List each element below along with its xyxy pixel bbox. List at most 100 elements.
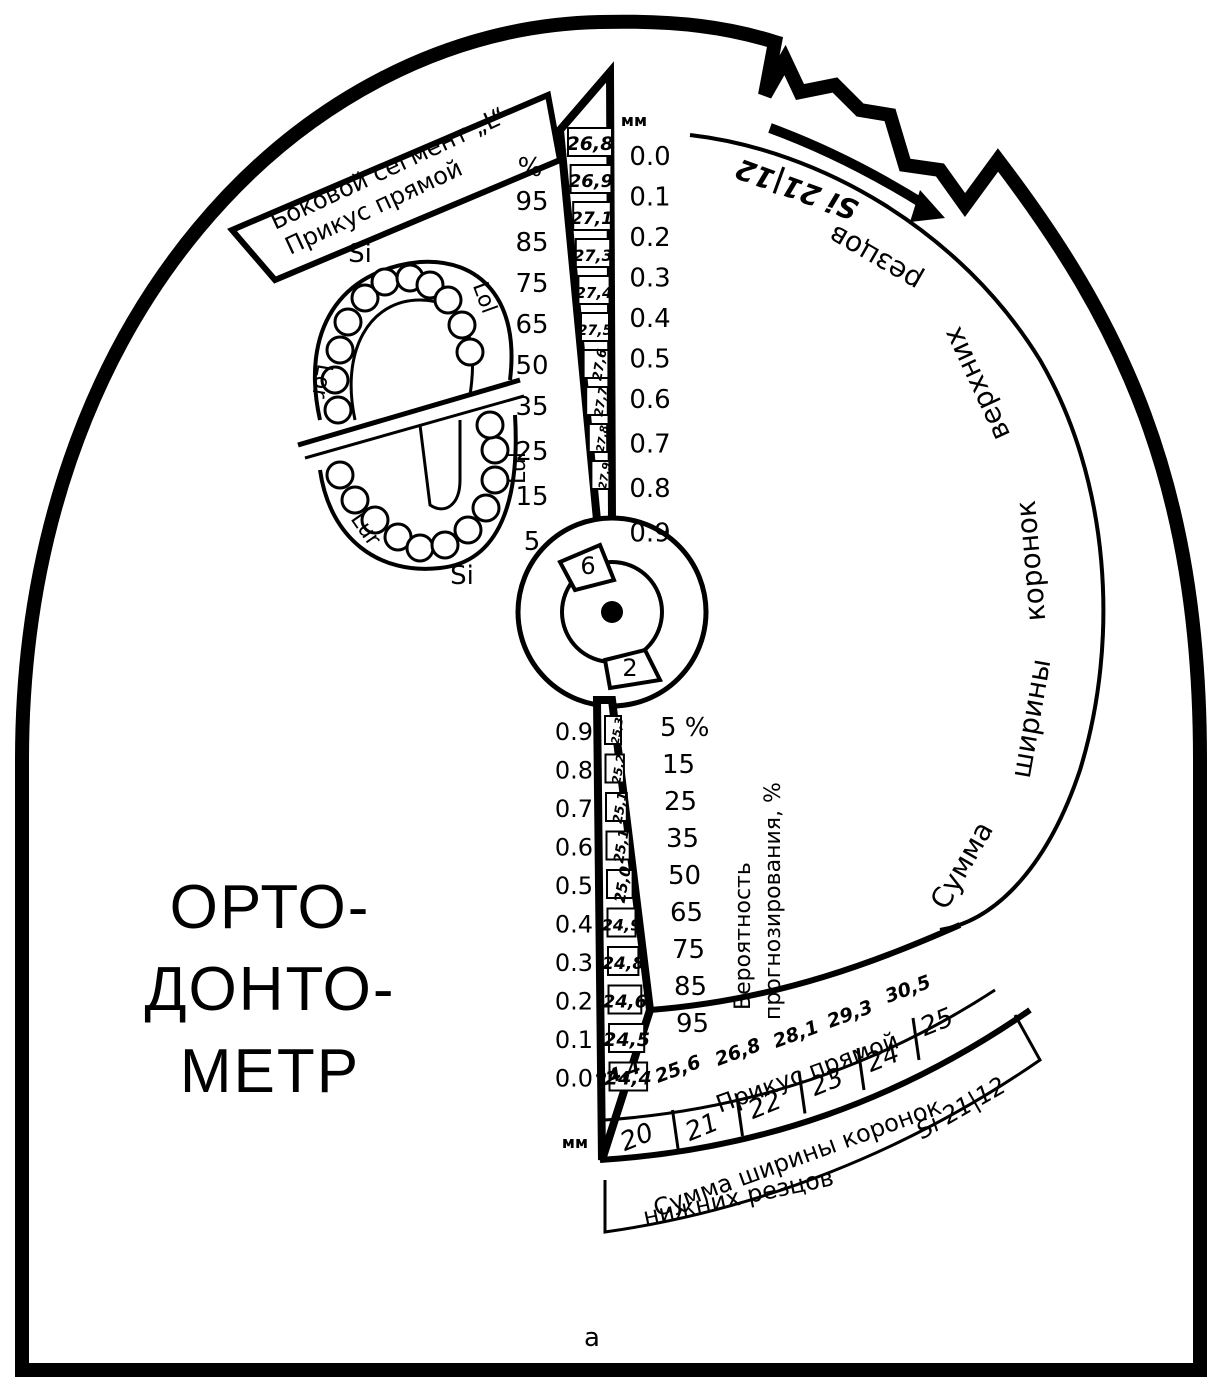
tooth <box>453 515 483 545</box>
upper-value-cell <box>567 127 613 157</box>
upper-percent-label: 15 <box>515 482 548 512</box>
upper-value: 27,3 <box>573 246 612 265</box>
lower-value-cells: 25,325,225,125,125,024,924,824,624,524,4 <box>602 715 652 1092</box>
lower-percent-label: 25 <box>664 787 697 817</box>
lower-percent-label: 35 <box>666 824 699 854</box>
tooth <box>447 310 477 340</box>
upper-mm-label: 0.3 <box>629 264 670 294</box>
tooth <box>433 285 463 315</box>
upper-unit-mm: мм <box>621 111 647 130</box>
upper-header-banner <box>227 90 564 284</box>
occlusal-divider <box>297 377 521 448</box>
lower-scale-divider <box>797 1071 807 1114</box>
upper-mm-label: 0.1 <box>629 183 670 213</box>
upper-mm-label: 0.8 <box>629 474 670 504</box>
figure-caption: а <box>584 1323 600 1353</box>
lower-value: 24,9 <box>602 916 641 935</box>
upper-mm-label: 0.5 <box>629 345 670 375</box>
upper-value: 27,6 <box>590 348 610 382</box>
lower-mm-label: 0.2 <box>555 988 593 1016</box>
lower-value-cell <box>605 792 628 822</box>
upper-arch-outline <box>312 259 514 421</box>
lower-scale-divider <box>911 1017 921 1061</box>
upper-percent-label: 35 <box>515 392 548 422</box>
lower-value-cell <box>606 907 637 938</box>
tooth <box>340 485 370 515</box>
tooth <box>471 493 501 523</box>
probability-line2: прогнозирования, % <box>761 782 786 1020</box>
lower-scale-inner-arc <box>649 922 962 1013</box>
upper-percent-label: 5 <box>524 527 541 557</box>
lower-value: 24,6 <box>603 992 647 1013</box>
lower-value: 25,3 <box>609 716 627 745</box>
upper-value-cell <box>572 201 612 231</box>
tooth <box>325 460 355 490</box>
lower-scale-divider <box>735 1093 744 1137</box>
arrow-head-icon <box>910 190 945 222</box>
upper-value-cell <box>580 312 610 342</box>
lower-scale-divider <box>671 1109 680 1153</box>
upper-percent-label: 75 <box>515 269 548 299</box>
upper-arc-track <box>689 133 1106 932</box>
upper-value-cell <box>582 349 610 379</box>
upper-value: 27,1 <box>571 209 613 229</box>
upper-value: 27,7 <box>591 385 610 417</box>
hub-bottom-digit: 2 <box>622 654 637 682</box>
lower-value-cell <box>607 984 643 1015</box>
title-line: МЕТР <box>180 1037 360 1106</box>
dental-label-lul: Lul <box>506 452 531 484</box>
upper-value: 27,4 <box>575 284 612 302</box>
lower-value-cell <box>605 830 631 861</box>
lower-arch-outline <box>318 414 518 571</box>
upper-percent-label: 50 <box>515 351 548 381</box>
tooth <box>320 365 350 395</box>
lower-value: 25,1 <box>611 828 633 865</box>
lower-mm-label: 0.6 <box>555 834 593 862</box>
lower-value-cell <box>608 1061 649 1092</box>
hub-pivot <box>601 601 623 623</box>
lower-scale-outer-arc <box>599 1007 1032 1163</box>
upper-value-cell <box>590 460 611 490</box>
lower-mm-label: 0.7 <box>555 795 593 823</box>
hub-top-digit: 6 <box>580 552 595 580</box>
upper-mm-label: 0.4 <box>629 304 670 334</box>
upper-percent-sign: % <box>518 153 543 183</box>
hub-top-window <box>557 542 617 593</box>
upper-value: 27,5 <box>578 323 613 339</box>
lower-percent-label: 95 <box>676 1009 709 1039</box>
lower-value: 24,5 <box>603 1029 650 1051</box>
tooth <box>430 530 460 560</box>
hub-bottom-window <box>602 647 664 691</box>
lower-mm-label: 0.8 <box>555 757 593 785</box>
lower-scale-dividers <box>671 1017 921 1153</box>
upper-value: 27,8 <box>594 424 612 453</box>
upper-mm-label: 0.6 <box>629 385 670 415</box>
lower-mm-label: 0.3 <box>555 949 593 977</box>
tooth <box>333 307 363 337</box>
lower-scale-label-bracket <box>603 1014 1042 1234</box>
upper-percent-label: 85 <box>515 228 548 258</box>
lower-percent-label: 50 <box>668 861 701 891</box>
tooth <box>405 533 435 563</box>
upper-value-cell <box>574 238 612 268</box>
lower-value: 25,1 <box>611 791 631 825</box>
title-line: ДОНТО- <box>145 955 396 1024</box>
tooth <box>350 283 380 313</box>
lower-unit-mm: мм <box>562 1133 588 1152</box>
upper-value-cell <box>569 164 613 194</box>
upper-arc-arrow <box>768 123 928 210</box>
lower-scale-mid-arc <box>604 988 996 1122</box>
lower-value-cell <box>604 753 625 784</box>
upper-mm-label: 0.9 <box>629 519 670 549</box>
lower-scale-divider <box>856 1047 866 1091</box>
tooth <box>323 395 353 425</box>
teeth-group <box>320 263 510 563</box>
lower-mm-label: 0.0 <box>555 1065 593 1093</box>
lower-value: 24,8 <box>602 954 644 974</box>
lower-mm-label: 0.1 <box>555 1026 593 1054</box>
upper-mm-label: 0.0 <box>629 142 670 172</box>
lower-value: 25,2 <box>609 753 628 785</box>
upper-mm-label: 0.2 <box>629 223 670 253</box>
occlusal-divider-2 <box>304 394 525 460</box>
